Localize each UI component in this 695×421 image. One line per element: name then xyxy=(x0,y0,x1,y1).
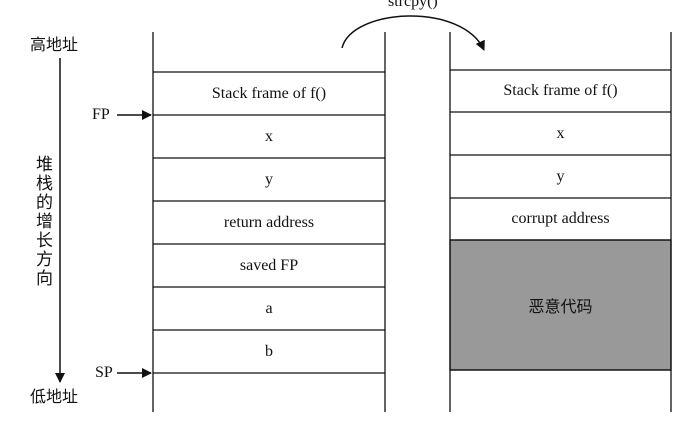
left-cell-b: b xyxy=(265,342,273,360)
right-cell-stack-frame: Stack frame of f() xyxy=(503,82,618,99)
left-cell-x: x xyxy=(265,127,273,145)
left-cell-a: a xyxy=(265,299,273,317)
right-cell-y: y xyxy=(556,167,565,185)
left-stack-lines xyxy=(152,32,386,412)
left-cell-y: y xyxy=(265,170,273,188)
strcpy-label: strcpy() xyxy=(388,0,438,10)
malicious-code-fill xyxy=(449,239,672,371)
growth-direction-label: 堆栈的增长方向 xyxy=(33,155,52,288)
right-stack-lines xyxy=(449,32,672,412)
fp-label: FP xyxy=(92,106,110,123)
low-address-label: 低地址 xyxy=(30,389,79,406)
high-address-label: 高地址 xyxy=(30,37,79,54)
right-cell-corrupt-address: corrupt address xyxy=(511,210,610,227)
malicious-code-label: 恶意代码 xyxy=(528,299,593,316)
left-cell-return-address: return address xyxy=(223,213,315,231)
right-cell-x: x xyxy=(556,124,565,142)
strcpy-curved-arrow xyxy=(341,15,485,51)
left-cell-stack-frame: Stack frame of f() xyxy=(211,84,327,102)
left-cell-saved-fp: saved FP xyxy=(239,256,299,274)
sp-label: SP xyxy=(95,364,113,381)
